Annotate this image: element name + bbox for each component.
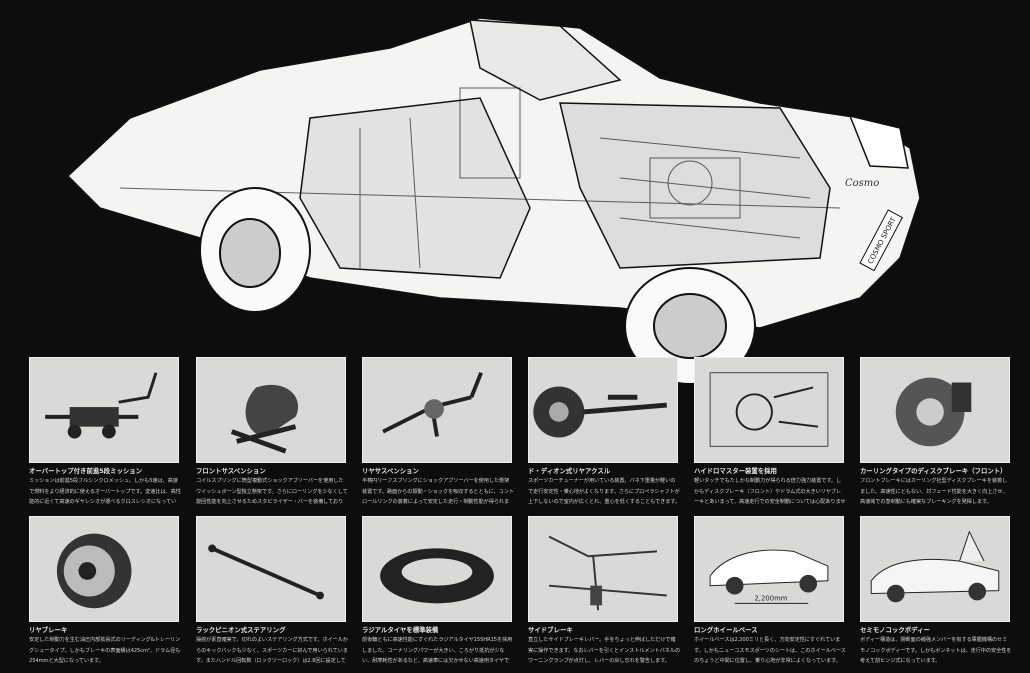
feature-caption-rear-suspension: リヤサスペンション半楕円リーフスプリングにショックアブソーバーを使用した懸架装置…	[362, 467, 514, 508]
cosmo-badge: Cosmo	[845, 178, 879, 189]
car-cutaway-illustration: COSMO SPORT Cosmo	[66, 17, 921, 385]
feature-body: 前後輪ともに高速性能にすぐれたラジアルタイヤ155HR15を採用しました。コーナ…	[362, 637, 513, 664]
feature-title: ラジアルタイヤを標準装備	[362, 626, 439, 634]
feature-caption-front-suspension: フロントサスペンションコイルスプリングに筒型複動式ショックアブソーバーを使用した…	[196, 467, 348, 508]
feature-caption-rear-brake: リヤブレーキ安定した制動力を生む油圧内部拡張式のリーディング&トレーリングシュー…	[29, 626, 181, 667]
feature-caption-de-dion-rear-axle: ド・ディオン式リヤアクスルスポーツカーチューナーが用いている装置。バネ下重量が軽…	[528, 467, 680, 508]
feature-body: フロントブレーキにはカーリング社型ディスクブレーキを装着しました。高速性にともな…	[860, 478, 1008, 505]
feature-caption-long-wheelbase: ロングホイールベースホイールベースは2,200ミリと長く、方向安定性にすぐれてい…	[694, 626, 846, 667]
feature-photo-de-dion-rear-axle	[528, 357, 678, 463]
feature-body: ボディー構造は、閉断面の補強メンバーを有する軍艦機構のセミモノコックボディーです…	[860, 637, 1012, 664]
feature-body: 操舵が素直確実で、切れのよいステアリング方式です。ホイールからのキックバックも少…	[196, 637, 348, 664]
feature-photo-radial-tire	[362, 516, 512, 622]
feature-body: スポーツカーチューナーが用いている装置。バネ下重量が軽いので走行安定性・乗心地が…	[528, 478, 680, 505]
feature-title: フロントサスペンション	[196, 467, 266, 475]
feature-photo-long-wheelbase: 2,200mm	[694, 516, 844, 622]
feature-caption-rack-pinion-steering: ラックピニオン式ステアリング操舵が素直確実で、切れのよいステアリング方式です。ホ…	[196, 626, 348, 667]
feature-body: ホイールベースは2,200ミリと長く、方向安定性にすぐれています。しかもニューコ…	[694, 637, 846, 664]
feature-photo-side-brake	[528, 516, 678, 622]
feature-title: カーリングタイプのディスクブレーキ（フロント）	[860, 467, 1007, 475]
feature-title: リヤサスペンション	[362, 467, 419, 475]
feature-title: セミモノコックボディー	[860, 626, 930, 634]
feature-title: ド・ディオン式リヤアクスル	[528, 467, 611, 475]
feature-body: 直立したサイドブレーキレバー。手をちょっと伸ばしただけで確実に操作できます。なお…	[528, 637, 680, 664]
feature-body: 軽いタッチでもたしかな制動力が得られる倍力強力装置です。しかもディスクブレーキ（…	[694, 478, 846, 505]
feature-photo-rear-brake	[29, 516, 179, 622]
feature-photo-rear-suspension	[362, 357, 512, 463]
feature-caption-side-brake: サイドブレーキ直立したサイドブレーキレバー。手をちょっと伸ばしただけで確実に操作…	[528, 626, 680, 667]
feature-photo-hydromaster	[694, 357, 844, 463]
feature-photo-front-disc-brake	[860, 357, 1010, 463]
feature-body: 半楕円リーフスプリングにショックアブソーバーを使用した懸架装置です。路面からの振…	[362, 478, 514, 505]
feature-title: サイドブレーキ	[528, 626, 573, 634]
feature-caption-front-disc-brake: カーリングタイプのディスクブレーキ（フロント） フロントブレーキにはカーリング社型…	[860, 467, 1012, 508]
front-wheel	[624, 267, 756, 385]
feature-caption-radial-tire: ラジアルタイヤを標準装備前後輪ともに高速性能にすぐれたラジアルタイヤ155HR1…	[362, 626, 514, 667]
wheelbase-label: 2,200mm	[754, 594, 787, 602]
feature-title: ラックピニオン式ステアリング	[196, 626, 286, 634]
feature-title: オーバートップ付き前進5段ミッション	[29, 467, 143, 475]
feature-photo-front-suspension	[196, 357, 346, 463]
feature-title: ロングホイールベース	[694, 626, 758, 634]
feature-photo-transmission	[29, 357, 179, 463]
rear-wheel	[199, 187, 311, 313]
feature-photo-rack-pinion-steering	[196, 516, 346, 622]
feature-caption-semi-monocoque-body: セミモノコックボディーボディー構造は、閉断面の補強メンバーを有する軍艦機構のセミ…	[860, 626, 1012, 667]
feature-body: ミッションは前進5段フルシンクロメッシュ。しかも5速は、高速で燃料をより経済的に…	[29, 478, 181, 505]
feature-title: ハイドロマスター装置を採用	[694, 467, 777, 475]
feature-photo-semi-monocoque-body	[860, 516, 1010, 622]
feature-title: リヤブレーキ	[29, 626, 68, 634]
feature-body: 安定した制動力を生む油圧内部拡張式のリーディング&トレーリングシュータイプ。しか…	[29, 637, 181, 664]
feature-caption-hydromaster: ハイドロマスター装置を採用軽いタッチでもたしかな制動力が得られる倍力強力装置です…	[694, 467, 846, 508]
feature-caption-transmission: オーバートップ付き前進5段ミッションミッションは前進5段フルシンクロメッシュ。し…	[29, 467, 181, 508]
feature-body: コイルスプリングに筒型複動式ショックアブソーバーを使用したウイッシュボーン型独立…	[196, 478, 348, 505]
